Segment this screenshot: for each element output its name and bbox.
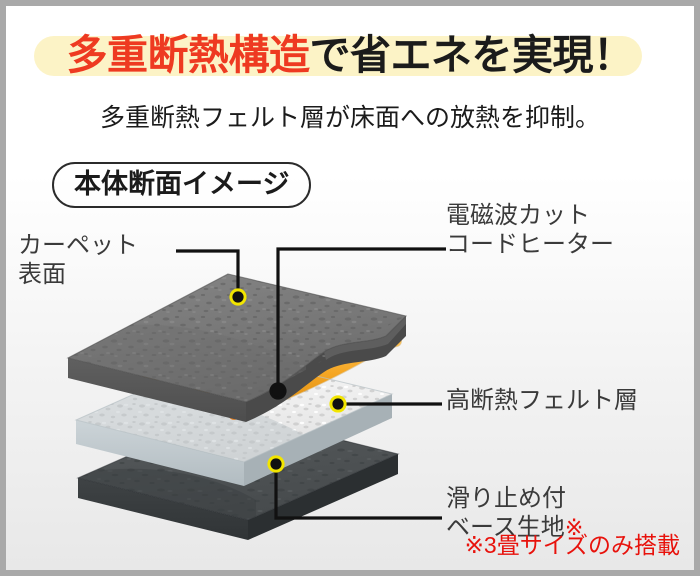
callout-label-felt: 高断熱フェルト層 [446, 386, 638, 415]
page-subtitle: 多重断熱フェルト層が床面への放熱を抑制。 [99, 104, 600, 132]
callout-label-heater: 電磁波カット コードヒーター [446, 201, 614, 260]
callout-label-base: 滑り止め付 ベース生地※ [446, 484, 583, 543]
callout-label-felt-line1: 高断熱フェルト層 [446, 387, 638, 414]
callout-label-carpet-line2: 表面 [18, 261, 66, 289]
title-highlight-text: 多重断熱構造 [66, 32, 311, 78]
callout-leader-lines [176, 247, 446, 520]
title-highlight-band [34, 36, 642, 76]
callout-label-carpet: カーペット 表面 [18, 231, 138, 290]
page-title: 多重断熱構造で省エネを実現！ [6, 22, 694, 88]
callout-label-base-line1: 滑り止め付 [446, 485, 566, 512]
leader-carpet [176, 249, 240, 294]
callout-label-base-line2: ベース生地 [446, 514, 565, 542]
callout-label-heater-line1: 電磁波カット [446, 202, 590, 229]
section-pill-label: 本体断面イメージ [52, 162, 312, 209]
callout-label-heater-line2: コードヒーター [446, 231, 614, 259]
footnote-mark-icon: ※ [564, 515, 584, 541]
footnote-text: ※3畳サイズのみ搭載 [464, 532, 680, 558]
layer-cutaway-diagram [66, 247, 446, 540]
callout-label-base-line2-wrap: ベース生地※ [446, 513, 583, 542]
callout-dot-carpet [229, 288, 247, 306]
callout-dot-heater [269, 382, 287, 400]
title-block: 多重断熱構造で省エネを実現！ [6, 22, 694, 88]
leader-base [274, 466, 442, 520]
leader-heater [276, 247, 446, 389]
callout-dot-base [267, 455, 285, 473]
callout-dot-felt [329, 395, 347, 413]
callout-label-carpet-line1: カーペット [18, 232, 138, 259]
callout-dots [229, 288, 347, 473]
title-rest-text: で省エネを実現！ [309, 32, 635, 78]
